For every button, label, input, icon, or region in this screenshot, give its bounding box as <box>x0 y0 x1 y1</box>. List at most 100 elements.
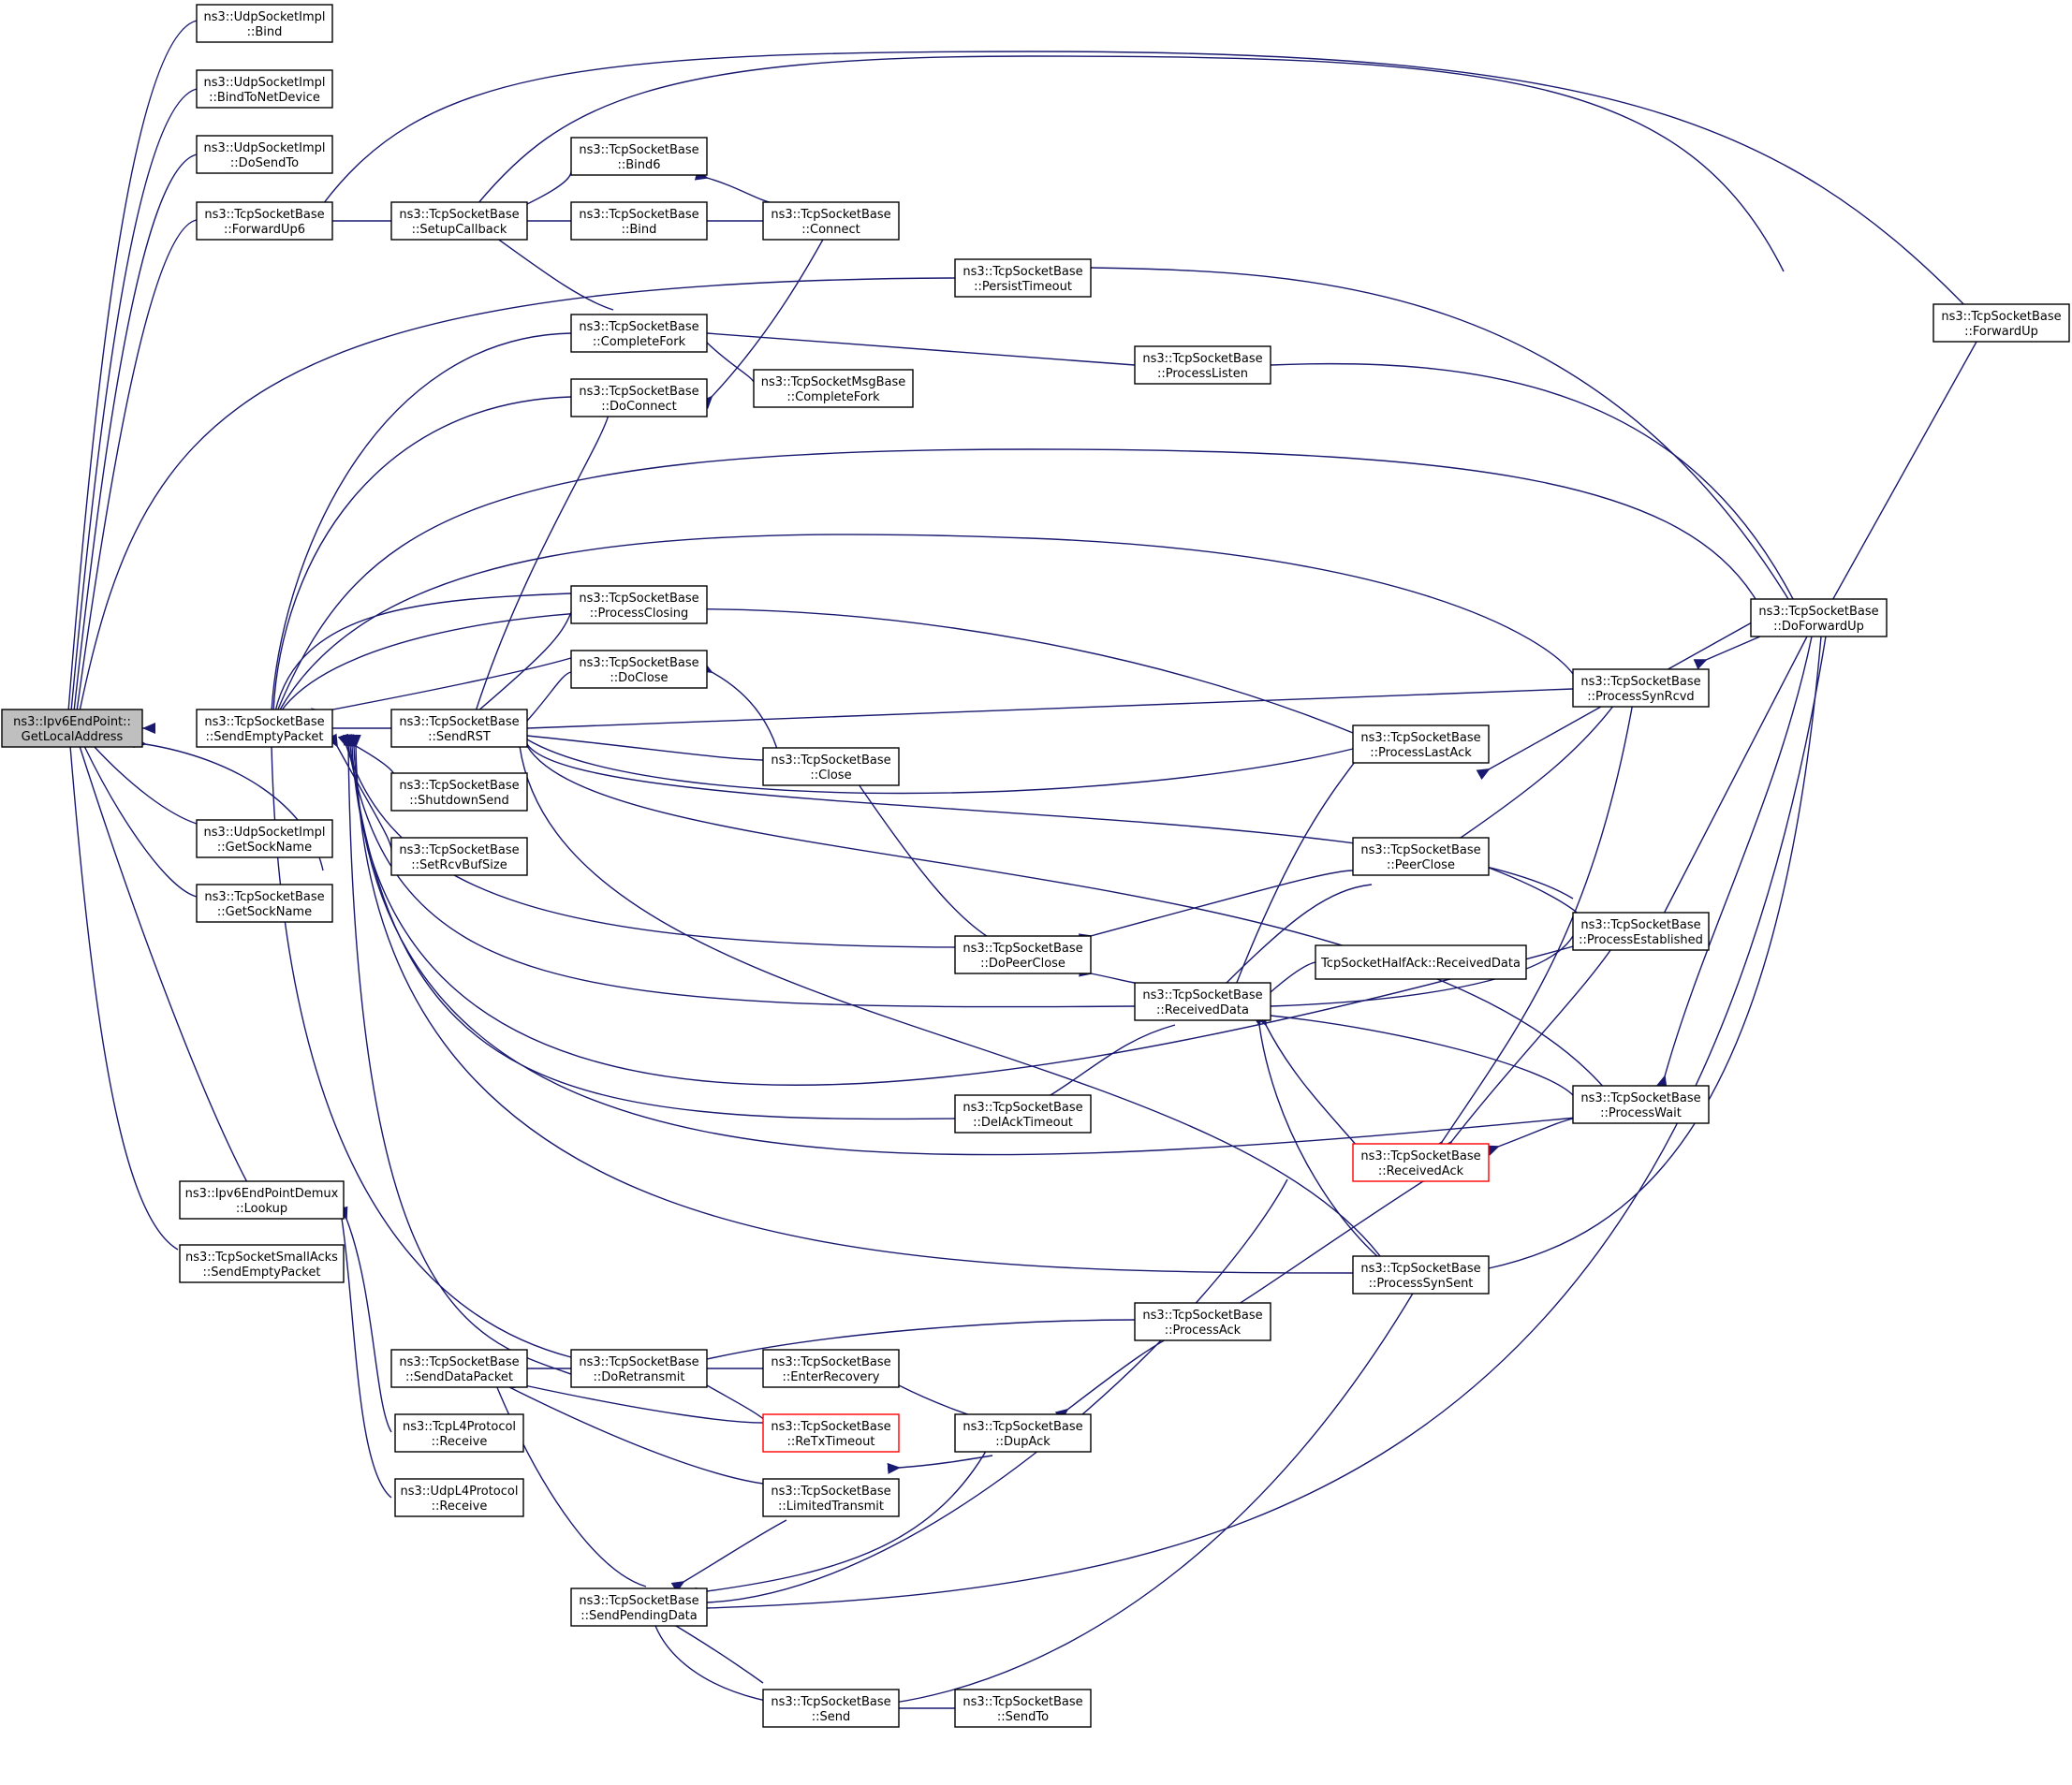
node-setrcvbuf[interactable]: ns3::TcpSocketBase::SetRcvBufSize <box>390 837 528 876</box>
node-label: ns3::TcpSocketSmallAcks <box>185 1251 338 1265</box>
node-label: ns3::TcpSocketBase <box>1580 675 1700 689</box>
node-bind[interactable]: ns3::TcpSocketBase::Bind <box>570 201 708 241</box>
node-label: ns3::TcpSocketBase <box>1941 310 2061 324</box>
node-demux_lookup[interactable]: ns3::Ipv6EndPointDemux::Lookup <box>179 1180 345 1220</box>
node-label: ::SetupCallback <box>412 223 507 237</box>
node-proclastack[interactable]: ns3::TcpSocketBase::ProcessLastAck <box>1352 724 1490 764</box>
edge <box>66 154 198 724</box>
node-send[interactable]: ns3::TcpSocketBase::Send <box>762 1689 900 1728</box>
node-udp_dosendto[interactable]: ns3::UdpSocketImpl::DoSendTo <box>196 135 333 174</box>
node-label: ns3::TcpSocketBase <box>579 320 698 334</box>
node-udp_bindnd[interactable]: ns3::UdpSocketImpl::BindToNetDevice <box>196 69 333 109</box>
node-connect[interactable]: ns3::TcpSocketBase::Connect <box>762 201 900 241</box>
node-forwardup[interactable]: ns3::TcpSocketBase::ForwardUp <box>1932 303 2070 343</box>
node-box <box>1315 944 1527 980</box>
edge <box>512 734 1387 1265</box>
node-setupcb[interactable]: ns3::TcpSocketBase::SetupCallback <box>390 201 528 241</box>
node-root[interactable]: ns3::Ipv6EndPoint::GetLocalAddress <box>1 709 143 748</box>
node-box <box>1932 303 2070 343</box>
node-retxtimeout[interactable]: ns3::TcpSocketBase::ReTxTimeout <box>762 1413 900 1453</box>
node-dupack[interactable]: ns3::TcpSocketBase::DupAck <box>954 1413 1092 1453</box>
edge <box>845 768 993 941</box>
node-tcp_sendempty[interactable]: ns3::TcpSocketBase::SendEmptyPacket <box>196 709 333 748</box>
node-label: ns3::TcpSocketBase <box>771 1420 890 1434</box>
node-label: TcpSocketHalfAck::ReceivedData <box>1320 957 1521 971</box>
node-box <box>762 1689 900 1728</box>
node-enterrecovery[interactable]: ns3::TcpSocketBase::EnterRecovery <box>762 1349 900 1388</box>
node-label: ns3::UdpSocketImpl <box>204 141 326 155</box>
edge <box>340 734 1136 1008</box>
node-tcp_getsock[interactable]: ns3::TcpSocketBase::GetSockName <box>196 884 333 923</box>
node-box <box>954 258 1092 298</box>
node-tcp_fwdup6[interactable]: ns3::TcpSocketBase::ForwardUp6 <box>196 201 333 241</box>
node-sendrst[interactable]: ns3::TcpSocketBase::SendRST <box>390 709 528 748</box>
node-procclosing[interactable]: ns3::TcpSocketBase::ProcessClosing <box>570 585 708 624</box>
node-procack[interactable]: ns3::TcpSocketBase::ProcessAck <box>1134 1302 1271 1341</box>
node-halfack[interactable]: TcpSocketHalfAck::ReceivedData <box>1315 944 1527 980</box>
node-label: ns3::TcpSocketBase <box>1758 605 1878 619</box>
node-box <box>954 1413 1092 1453</box>
node-box <box>762 747 900 786</box>
node-close[interactable]: ns3::TcpSocketBase::Close <box>762 747 900 786</box>
node-smallacks[interactable]: ns3::TcpSocketSmallAcks::SendEmptyPacket <box>179 1244 345 1283</box>
node-box <box>1352 1255 1490 1295</box>
edge <box>514 170 572 214</box>
node-dopeerclose[interactable]: ns3::TcpSocketBase::DoPeerClose <box>954 935 1092 974</box>
edge <box>1652 636 1808 930</box>
node-peerclose[interactable]: ns3::TcpSocketBase::PeerClose <box>1352 837 1490 876</box>
edge <box>698 661 778 750</box>
node-label: ::Bind <box>622 223 657 237</box>
node-persist[interactable]: ns3::TcpSocketBase::PersistTimeout <box>954 258 1092 298</box>
edge <box>1439 935 1621 1155</box>
node-procwait[interactable]: ns3::TcpSocketBase::ProcessWait <box>1572 1085 1710 1124</box>
node-bind6[interactable]: ns3::TcpSocketBase::Bind6 <box>570 137 708 176</box>
node-senddata[interactable]: ns3::TcpSocketBase::SendDataPacket <box>390 1349 528 1388</box>
node-box <box>753 369 914 408</box>
edge <box>1054 1330 1185 1422</box>
node-procsynrcvd[interactable]: ns3::TcpSocketBase::ProcessSynRcvd <box>1572 668 1710 708</box>
node-doclose[interactable]: ns3::TcpSocketBase::DoClose <box>570 650 708 689</box>
node-recvack[interactable]: ns3::TcpSocketBase::ReceivedAck <box>1352 1143 1490 1182</box>
node-udp_bind[interactable]: ns3::UdpSocketImpl::Bind <box>196 4 333 43</box>
node-udpl4[interactable]: ns3::UdpL4Protocol::Receive <box>394 1478 524 1517</box>
edge <box>345 734 1611 1086</box>
node-completefork[interactable]: ns3::TcpSocketBase::CompleteFork <box>570 314 708 353</box>
edge <box>699 237 825 409</box>
node-sendpending[interactable]: ns3::TcpSocketBase::SendPendingData <box>570 1587 708 1627</box>
edge <box>64 88 198 724</box>
node-doretransmit[interactable]: ns3::TcpSocketBase::DoRetransmit <box>570 1349 708 1388</box>
node-recvdata[interactable]: ns3::TcpSocketBase::ReceivedData <box>1134 982 1271 1021</box>
edge <box>1258 935 1574 1013</box>
node-label: ns3::TcpSocketBase <box>579 208 698 222</box>
edge <box>337 1206 392 1433</box>
nodes: ns3::Ipv6EndPoint::GetLocalAddressns3::U… <box>1 4 2070 1728</box>
edge <box>1447 696 1621 849</box>
node-proclisten[interactable]: ns3::TcpSocketBase::ProcessListen <box>1134 345 1271 385</box>
node-label: ns3::UdpSocketImpl <box>204 10 326 24</box>
node-label: ns3::TcpSocketBase <box>579 1355 698 1369</box>
node-label: ::ProcessAck <box>1165 1324 1242 1338</box>
node-sendto[interactable]: ns3::TcpSocketBase::SendTo <box>954 1689 1092 1728</box>
node-box <box>196 201 333 241</box>
edge <box>1258 1008 1574 1096</box>
node-procestab[interactable]: ns3::TcpSocketBase::ProcessEstablished <box>1572 912 1710 951</box>
node-doconnect[interactable]: ns3::TcpSocketBase::DoConnect <box>570 378 708 417</box>
node-box <box>762 1478 900 1517</box>
node-box <box>762 201 900 241</box>
edge <box>267 448 1756 724</box>
edge <box>1258 961 1316 1004</box>
node-procsynsent[interactable]: ns3::TcpSocketBase::ProcessSynSent <box>1352 1255 1490 1295</box>
node-limitedtx[interactable]: ns3::TcpSocketBase::LimitedTransmit <box>762 1478 900 1517</box>
node-label: ::ProcessSynRcvd <box>1587 690 1694 704</box>
node-msgcompletefork[interactable]: ns3::TcpSocketMsgBase::CompleteFork <box>753 369 914 408</box>
node-label: ns3::TcpSocketBase <box>579 143 698 157</box>
node-tcpl4[interactable]: ns3::TcpL4Protocol::Receive <box>394 1413 524 1453</box>
node-box <box>570 378 708 417</box>
node-label: ns3::TcpSocketBase <box>771 1485 890 1499</box>
edge <box>477 55 1785 272</box>
edge <box>1214 884 1373 995</box>
node-doforwardup[interactable]: ns3::TcpSocketBase::DoForwardUp <box>1750 598 1888 637</box>
node-shutdownsend[interactable]: ns3::TcpSocketBase::ShutdownSend <box>390 772 528 812</box>
node-udp_getsock[interactable]: ns3::UdpSocketImpl::GetSockName <box>196 819 333 858</box>
node-delack[interactable]: ns3::TcpSocketBase::DelAckTimeout <box>954 1094 1092 1134</box>
